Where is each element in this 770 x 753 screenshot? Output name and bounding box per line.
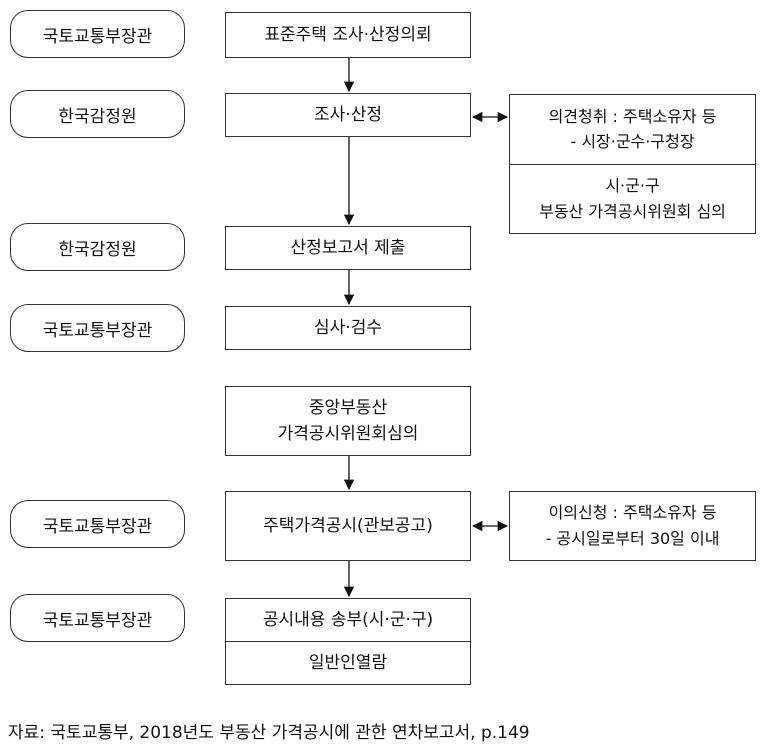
step-review: 심사·검수 [225,306,471,350]
objection-line: - 공시일로부터 30일 이내 [545,529,720,548]
opinion-line: - 시장·군수·구청장 [570,132,695,152]
step-label: 일반인열람 [308,652,388,673]
committee-line: 시·군·구 [605,176,660,196]
actor-label: 국토교통부장관 [42,320,153,341]
actor-box: 한국감정원 [10,223,185,271]
source-caption: 자료: 국토교통부, 2018년도 부동산 가격공시에 관한 연차보고서, p.… [8,723,530,743]
step-notify: 공시내용 송부(시·군·구) [226,599,470,641]
step-label: 주택가격공시(관보공고) [263,515,433,536]
actor-box: 국토교통부장관 [10,500,185,548]
step-announcement: 주택가격공시(관보공고) [225,491,471,561]
step-public-view: 일반인열람 [226,641,470,684]
actor-label: 한국감정원 [58,106,137,127]
actor-box: 국토교통부장관 [10,10,185,58]
step-notify-and-view: 공시내용 송부(시·군·구) 일반인열람 [225,598,471,685]
actor-label: 국토교통부장관 [42,516,153,537]
step-label: 산정보고서 제출 [290,237,406,258]
step-label: 심사·검수 [314,317,382,338]
step-label: 표준주택 조사·산정의뢰 [264,24,432,45]
actor-label: 한국감정원 [58,239,137,260]
committee-line: 부동산 가격공시위원회 심의 [539,201,726,221]
step-report-submit: 산정보고서 제출 [225,226,471,270]
actor-box: 국토교통부장관 [10,304,185,352]
step-label: 조사·산정 [314,104,382,125]
step-request: 표준주택 조사·산정의뢰 [225,12,471,58]
actor-box: 국토교통부장관 [10,594,185,642]
objection-box: 이의신청 : 주택소유자 등 - 공시일로부터 30일 이내 [509,491,756,561]
opinion-box: 의견청취 : 주택소유자 등 - 시장·군수·구청장 시·군·구 부동산 가격공… [509,94,756,234]
actor-label: 국토교통부장관 [42,26,153,47]
step-label-line: 가격공시위원회심의 [277,424,419,444]
local-committee-section: 시·군·구 부동산 가격공시위원회 심의 [510,163,755,234]
step-label-line: 중앙부동산 [308,397,388,418]
step-label: 공시내용 송부(시·군·구) [262,609,434,630]
opinion-line: 의견청취 : 주택소유자 등 [548,106,717,126]
actor-box: 한국감정원 [10,90,185,138]
step-survey: 조사·산정 [225,93,471,137]
actor-label: 국토교통부장관 [42,610,153,631]
opinion-hearing-section: 의견청취 : 주택소유자 등 - 시장·군수·구청장 [510,95,755,164]
step-central-committee: 중앙부동산 가격공시위원회심의 [225,386,471,456]
objection-line: 이의신청 : 주택소유자 등 [548,503,717,523]
objection-section: 이의신청 : 주택소유자 등 - 공시일로부터 30일 이내 [510,492,755,560]
